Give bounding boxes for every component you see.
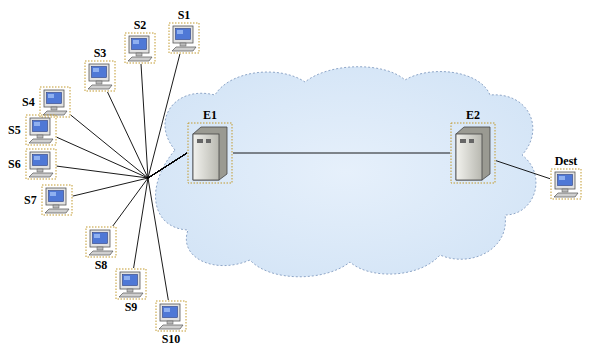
router-icon bbox=[450, 122, 496, 184]
network-link bbox=[233, 153, 450, 154]
computer-icon bbox=[25, 114, 57, 146]
router-node: E1 bbox=[187, 108, 233, 184]
node-label: S4 bbox=[22, 95, 35, 109]
host-node: S1 bbox=[168, 8, 200, 54]
host-node: S6 bbox=[8, 148, 57, 180]
node-label: S8 bbox=[95, 258, 108, 272]
node-label: Dest bbox=[555, 154, 578, 168]
network-link bbox=[496, 161, 550, 179]
host-node: S7 bbox=[24, 184, 73, 216]
router-node: E2 bbox=[450, 108, 496, 184]
host-node: S4 bbox=[22, 86, 71, 118]
network-link bbox=[148, 54, 187, 178]
computer-icon bbox=[155, 300, 187, 332]
network-link bbox=[57, 137, 187, 178]
computer-icon bbox=[168, 22, 200, 54]
node-label: E2 bbox=[466, 108, 480, 122]
node-label: S6 bbox=[8, 157, 21, 171]
computer-icon bbox=[39, 86, 71, 118]
host-node: Dest bbox=[550, 154, 582, 200]
node-label: S7 bbox=[24, 193, 37, 207]
computer-icon bbox=[41, 184, 73, 216]
network-link bbox=[73, 153, 187, 196]
node-label: S3 bbox=[94, 46, 107, 60]
network-link bbox=[141, 64, 187, 178]
node-label: S2 bbox=[134, 18, 147, 32]
node-label: S5 bbox=[8, 123, 21, 137]
node-label: S10 bbox=[162, 332, 181, 346]
computer-icon bbox=[85, 226, 117, 258]
host-node: S2 bbox=[124, 18, 156, 64]
node-label: S9 bbox=[125, 300, 138, 314]
host-node: S5 bbox=[8, 114, 57, 146]
node-label: S1 bbox=[178, 8, 191, 22]
host-node: S8 bbox=[85, 226, 117, 272]
computer-icon bbox=[124, 32, 156, 64]
host-node: S3 bbox=[84, 46, 116, 92]
network-link bbox=[71, 115, 187, 178]
host-node: S9 bbox=[115, 268, 147, 314]
computer-icon bbox=[115, 268, 147, 300]
host-node: S10 bbox=[155, 300, 187, 346]
router-icon bbox=[187, 122, 233, 184]
computer-icon bbox=[84, 60, 116, 92]
computer-icon bbox=[25, 148, 57, 180]
node-label: E1 bbox=[203, 108, 217, 122]
network-link bbox=[148, 153, 187, 300]
computer-icon bbox=[550, 168, 582, 200]
